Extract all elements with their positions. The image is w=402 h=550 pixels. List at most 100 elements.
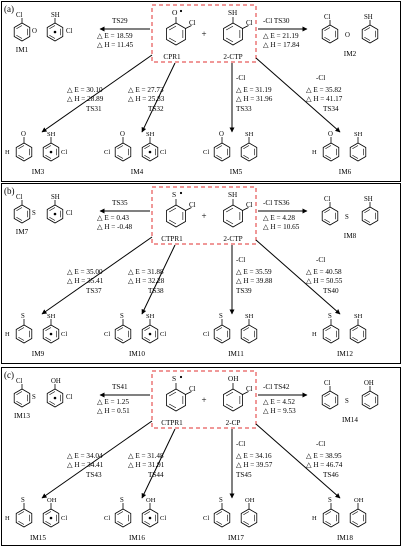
reactant-label: 2-CTP xyxy=(223,235,242,243)
substituent-label: SH xyxy=(228,9,237,17)
chlorine-label: Cl xyxy=(189,201,196,209)
radical-dot xyxy=(148,332,152,336)
im-ring xyxy=(321,24,339,44)
ts-label: TS45 xyxy=(236,471,252,479)
chlorine-label: Cl xyxy=(189,19,196,27)
im-ring xyxy=(361,206,379,226)
ts-label: -Cl TS30 xyxy=(263,17,290,25)
linker-atom: O xyxy=(345,32,350,39)
chlorine-label: Cl xyxy=(246,19,253,27)
radical-substituent: O xyxy=(172,8,178,17)
bond xyxy=(242,25,249,29)
carbonyl-atom: S xyxy=(21,497,25,504)
im-ring-right xyxy=(42,142,60,162)
reactant-right-ring xyxy=(223,204,243,228)
im-ring-left xyxy=(114,508,132,528)
substituent-label: OH xyxy=(245,497,255,504)
ts-label: TS44 xyxy=(148,471,164,479)
substituent-label: OH xyxy=(228,375,238,383)
ring-substituent: Cl xyxy=(104,331,110,338)
ts-label: TS40 xyxy=(323,287,339,295)
ts-label: TS29 xyxy=(112,17,128,25)
dechlorination-label: -Cl xyxy=(316,440,325,448)
carbonyl-atom: S xyxy=(219,497,223,504)
energy-label: △ E = 34.16 xyxy=(236,452,272,460)
reactant-label: CTPR1 xyxy=(161,235,183,243)
enthalpy-label: △ H = 39.88 xyxy=(236,277,273,285)
linker-atom: S xyxy=(345,214,349,221)
im-ring-right xyxy=(141,324,159,344)
ts-label: TS41 xyxy=(112,383,128,391)
carbonyl-atom: S xyxy=(219,313,223,320)
energy-label: △ E = 27.73 xyxy=(128,86,164,94)
im-ring xyxy=(361,24,379,44)
intermediate-label: IM18 xyxy=(337,534,353,542)
radical-dot xyxy=(179,9,183,13)
reactant-label: 2-CTP xyxy=(223,53,242,61)
substituent-label: SH xyxy=(146,131,155,138)
panel-frame xyxy=(1,183,401,364)
energy-label: △ E = 30.10 xyxy=(67,86,103,94)
reactant-left-ring xyxy=(166,204,186,228)
substituent-label: SH xyxy=(245,313,254,320)
chlorine-label: Cl xyxy=(160,515,166,522)
carbonyl-atom: S xyxy=(328,497,332,504)
im-ring-right xyxy=(349,142,367,162)
energy-label: △ E = 35.00 xyxy=(67,268,103,276)
intermediate-label: IM14 xyxy=(342,416,358,424)
chlorine-label: Cl xyxy=(16,378,23,385)
enthalpy-label: △ H = 25.83 xyxy=(128,95,165,103)
substituent-label: SH xyxy=(364,14,373,21)
intermediate-label: IM12 xyxy=(337,350,353,358)
energy-label: △ E = 31.19 xyxy=(236,86,272,94)
reactant-label: CTPR1 xyxy=(161,419,183,427)
im-ring xyxy=(321,206,339,226)
carbonyl-atom: O xyxy=(120,131,125,138)
radical-dot xyxy=(49,332,53,336)
energy-label: △ E = 21.19 xyxy=(263,32,299,40)
reactant-label: CPR1 xyxy=(163,53,181,61)
im-ring xyxy=(13,388,31,408)
substituent-label: OH xyxy=(47,497,57,504)
chlorine-label: Cl xyxy=(61,515,67,522)
im-ring xyxy=(13,204,31,224)
substituent-label: SH xyxy=(245,131,254,138)
intermediate-label: IM16 xyxy=(129,534,145,542)
linker-atom: S xyxy=(345,398,349,405)
reactant-box xyxy=(151,4,257,63)
energy-label: △ E = 35.59 xyxy=(236,268,272,276)
intermediate-label: IM3 xyxy=(32,168,45,176)
energy-label: △ E = 1.25 xyxy=(97,398,129,406)
reactant-left-ring xyxy=(166,22,186,46)
arrow-to-bottom-intermediate-2 xyxy=(141,428,176,499)
intermediate-label: IM4 xyxy=(131,168,144,176)
chlorine-label: Cl xyxy=(324,196,331,203)
plus-sign: + xyxy=(201,29,206,39)
reactant-label: 2-CP xyxy=(226,419,241,427)
chlorine-label: Cl xyxy=(189,385,196,393)
intermediate-label: IM15 xyxy=(30,534,46,542)
ts-label: TS32 xyxy=(148,105,164,113)
substituent-label: SH xyxy=(51,12,60,19)
linker-atom: O xyxy=(32,28,37,35)
ring-substituent: Cl xyxy=(104,149,110,156)
ts-label: TS38 xyxy=(148,287,164,295)
dechlorination-label: -Cl xyxy=(316,74,325,82)
im-ring-left xyxy=(213,324,231,344)
carbonyl-atom: O xyxy=(21,131,26,138)
enthalpy-label: △ H = 31.96 xyxy=(236,95,273,103)
arrow-to-bottom-intermediate-4 xyxy=(255,239,341,315)
arrow-to-bottom-intermediate-1 xyxy=(41,420,153,499)
enthalpy-label: △ H = 9.53 xyxy=(263,407,296,415)
ring-substituent: H xyxy=(312,515,317,522)
im-ring-left xyxy=(114,324,132,344)
